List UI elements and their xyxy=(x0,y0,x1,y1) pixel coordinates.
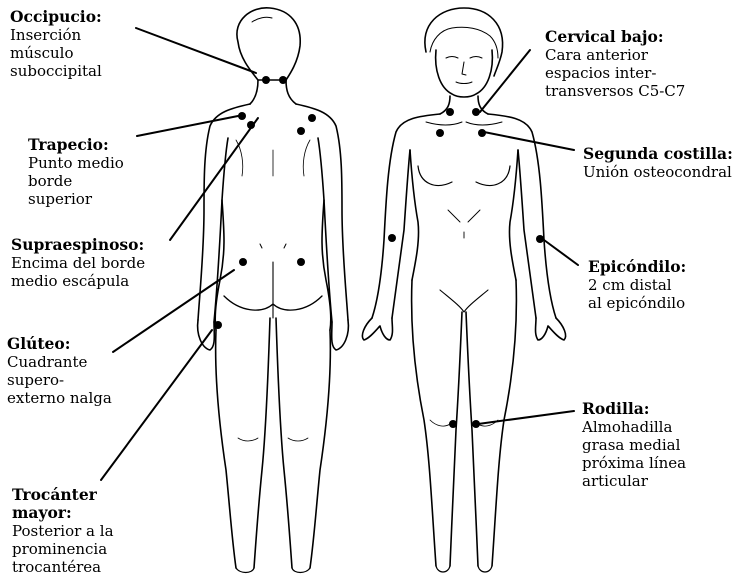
label-title-line: mayor: xyxy=(12,504,114,522)
label-line: Inserción xyxy=(10,26,102,44)
point-gluteo-right xyxy=(297,258,305,266)
point-trapecio-left xyxy=(238,112,246,120)
point-occipucio-left xyxy=(262,76,270,84)
label-line: Punto medio xyxy=(28,154,124,172)
label-line: prominencia xyxy=(12,540,114,558)
leader-lines xyxy=(101,28,578,480)
point-trapecio-right xyxy=(308,114,316,122)
leader-rodilla xyxy=(478,411,574,424)
label-line: 2 cm distal xyxy=(588,276,686,294)
label-line: transversos C5-C7 xyxy=(545,82,685,100)
label-title: Segunda costilla: xyxy=(583,145,733,163)
label-title: Glúteo: xyxy=(7,335,112,353)
label-title: Cervical bajo: xyxy=(545,28,685,46)
label-costilla: Segunda costilla: Unión osteocondral xyxy=(583,145,733,181)
point-occipucio-right xyxy=(279,76,287,84)
label-line: Encima del borde xyxy=(11,254,145,272)
point-epicondilo-left xyxy=(388,234,396,242)
point-supraespinoso-right xyxy=(297,127,305,135)
label-line: Almohadilla xyxy=(582,418,686,436)
point-epicondilo-right xyxy=(536,235,544,243)
label-supraespinoso: Supraespinoso: Encima del borde medio es… xyxy=(11,236,145,290)
leader-costilla xyxy=(484,132,574,150)
label-occipucio: Occipucio: Inserción músculo suboccipita… xyxy=(10,8,102,80)
label-title: Epicóndilo: xyxy=(588,258,686,276)
label-title: Occipucio: xyxy=(10,8,102,26)
label-title-line: Trocánter xyxy=(12,486,114,504)
label-line: trocantérea xyxy=(12,558,114,576)
leader-supraespinoso xyxy=(170,118,258,240)
label-title: Rodilla: xyxy=(582,400,686,418)
label-title: Supraespinoso: xyxy=(11,236,145,254)
point-rodilla-left xyxy=(449,420,457,428)
label-line: superior xyxy=(28,190,124,208)
point-costilla-left xyxy=(436,129,444,137)
label-line: grasa medial xyxy=(582,436,686,454)
label-line: articular xyxy=(582,472,686,490)
label-epicondilo: Epicóndilo: 2 cm distal al epicóndilo xyxy=(588,258,686,312)
label-line: Unión osteocondral xyxy=(583,163,733,181)
label-trapecio: Trapecio: Punto medio borde superior xyxy=(28,136,124,208)
label-line: al epicóndilo xyxy=(588,294,686,312)
label-line: supero- xyxy=(7,371,112,389)
label-gluteo: Glúteo: Cuadrante supero- externo nalga xyxy=(7,335,112,407)
label-line: medio escápula xyxy=(11,272,145,290)
point-rodilla-right xyxy=(472,420,480,428)
label-trocanter: Trocánter mayor: Posterior a la prominen… xyxy=(12,486,114,576)
leader-trocanter xyxy=(101,330,212,480)
label-rodilla: Rodilla: Almohadilla grasa medial próxim… xyxy=(582,400,686,490)
label-line: borde xyxy=(28,172,124,190)
label-line: próxima línea xyxy=(582,454,686,472)
point-costilla-right xyxy=(478,129,486,137)
back-view-figure xyxy=(198,8,349,573)
leader-occipucio xyxy=(136,28,256,73)
front-view-figure xyxy=(362,8,565,572)
point-cervical-right xyxy=(472,108,480,116)
point-gluteo-left xyxy=(239,258,247,266)
label-line: suboccipital xyxy=(10,62,102,80)
label-line: externo nalga xyxy=(7,389,112,407)
point-supraespinoso-left xyxy=(247,121,255,129)
label-line: espacios inter- xyxy=(545,64,685,82)
label-line: Posterior a la xyxy=(12,522,114,540)
leader-epicondilo xyxy=(544,240,578,265)
leader-trapecio xyxy=(137,116,238,136)
point-cervical-left xyxy=(446,108,454,116)
label-title: Trapecio: xyxy=(28,136,124,154)
point-trocanter-left xyxy=(214,321,222,329)
label-line: músculo xyxy=(10,44,102,62)
label-line: Cara anterior xyxy=(545,46,685,64)
label-line: Cuadrante xyxy=(7,353,112,371)
label-cervical: Cervical bajo: Cara anterior espacios in… xyxy=(545,28,685,100)
tender-points xyxy=(214,76,544,428)
